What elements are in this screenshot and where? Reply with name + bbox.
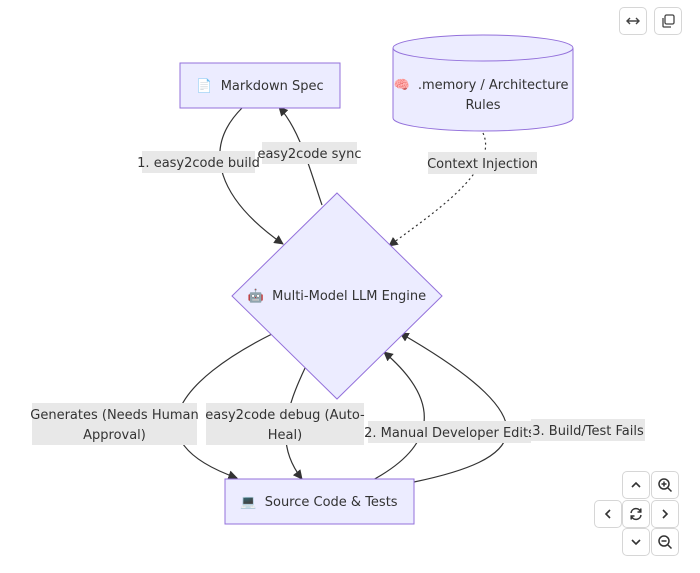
pan-down-button[interactable]	[622, 528, 650, 556]
chevron-left-icon	[604, 509, 611, 519]
pan-left-button[interactable]	[594, 500, 622, 528]
reset-icon	[630, 507, 642, 521]
edge-label-build-fails: 3. Build/Test Fails	[531, 419, 645, 441]
document-icon: 📄	[196, 78, 212, 94]
chevron-down-icon	[631, 539, 641, 546]
pan-right-button[interactable]	[651, 500, 679, 528]
edge-build-fails	[399, 332, 508, 483]
edge-context	[388, 132, 486, 247]
svg-text:📄 Markdown Spec: 📄 Markdown Spec	[196, 78, 323, 94]
chevron-right-icon	[662, 509, 669, 519]
svg-text:Rules: Rules	[465, 98, 500, 113]
zoom-out-icon	[658, 535, 673, 550]
edge-build	[219, 107, 284, 245]
reset-view-button[interactable]	[622, 500, 650, 528]
pan-up-button[interactable]	[622, 471, 650, 499]
edge-label-build: 1. easy2code build	[137, 151, 260, 173]
svg-text:🧠 .memory / Architectur: 🧠 .memory / Architecture	[393, 78, 568, 93]
svg-text:Context Injection: Context Injection	[427, 157, 538, 172]
zoom-in-button[interactable]	[651, 471, 679, 499]
svg-text:Heal): Heal)	[268, 428, 302, 443]
copy-icon	[662, 14, 675, 28]
svg-text:💻 Source Code & Tests: 💻 Source Code & Tests	[240, 495, 397, 510]
node-markdown-spec: 📄 Markdown Spec	[179, 62, 341, 109]
svg-text:easy2code sync: easy2code sync	[257, 147, 361, 162]
edge-label-generates: Generates (Needs Human Approval)	[30, 403, 199, 445]
node-source-code: 💻 Source Code & Tests	[224, 478, 415, 525]
svg-text:Generates (Needs Human: Generates (Needs Human	[30, 408, 198, 423]
copy-button[interactable]	[654, 7, 682, 35]
brain-icon: 🧠	[393, 78, 409, 93]
fullwidth-button[interactable]	[619, 7, 647, 35]
robot-icon: 🤖	[248, 288, 264, 304]
svg-text:🤖 Multi-Model LLM Engin: 🤖 Multi-Model LLM Engine	[248, 288, 426, 304]
svg-text:3. Build/Test Fails: 3. Build/Test Fails	[532, 424, 644, 439]
edge-label-context: Context Injection	[427, 152, 538, 174]
laptop-icon: 💻	[240, 495, 256, 510]
edge-label-manual-edits: 2. Manual Developer Edits	[364, 421, 535, 443]
edge-manual-edits	[368, 351, 425, 483]
svg-text:2. Manual Developer Edits: 2. Manual Developer Edits	[364, 426, 535, 441]
node-llm-engine: 🤖 Multi-Model LLM Engine	[231, 192, 443, 400]
edge-label-sync: easy2code sync	[257, 142, 362, 164]
svg-text:Approval): Approval)	[83, 428, 146, 443]
node-memory-rules: 🧠 .memory / Architecture Rules	[392, 34, 574, 132]
zoom-out-button[interactable]	[651, 528, 679, 556]
zoom-in-icon	[658, 478, 673, 493]
svg-text:1. easy2code build: 1. easy2code build	[137, 156, 260, 171]
arrows-horizontal-icon	[626, 17, 640, 25]
edge-label-debug: easy2code debug (Auto- Heal)	[205, 403, 365, 445]
chevron-up-icon	[631, 481, 641, 488]
svg-text:easy2code debug (Auto-: easy2code debug (Auto-	[205, 408, 365, 423]
